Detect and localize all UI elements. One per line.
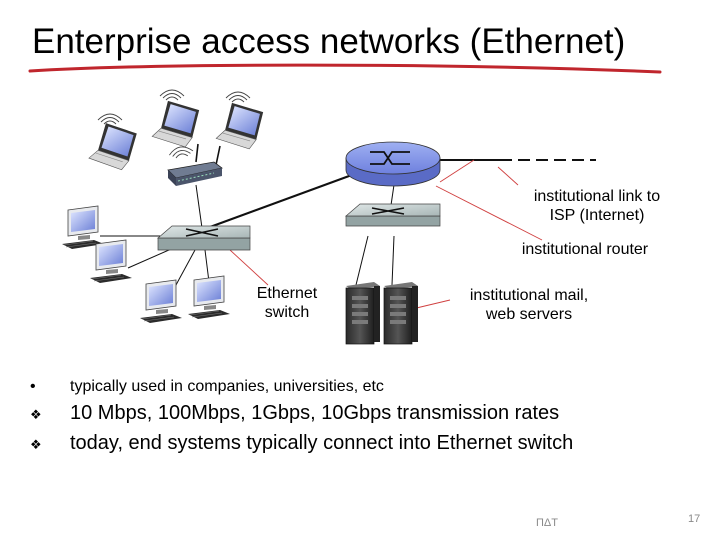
laptop-icon-2 [151, 99, 201, 149]
bullet-marker: • [30, 378, 36, 395]
desktop-icon-1 [61, 205, 105, 250]
footer-text: ПΔТ [536, 517, 558, 529]
bullet-text: typically used in companies, universitie… [70, 378, 384, 395]
page-number: 17 [688, 513, 701, 525]
server2-link [391, 235, 395, 286]
ethernet-switch-left-icon [157, 225, 251, 251]
desktop-icon-4 [187, 275, 231, 320]
ap-switch-link [195, 184, 203, 229]
bullet-marker: ❖ [30, 407, 42, 422]
server-icon-1 [345, 282, 380, 345]
access-point-icon [167, 143, 223, 186]
bullet-text: today, end systems typically connect int… [70, 432, 574, 454]
links [100, 159, 596, 297]
servers-label: institutional mail, web servers [469, 287, 589, 323]
switch-callout [229, 249, 269, 286]
laptop-icon-1 [87, 121, 138, 172]
router-label: institutional router [521, 241, 649, 258]
switch-label: Ethernet switch [256, 285, 318, 321]
router-icon [345, 141, 441, 187]
router-label-callout [435, 185, 543, 241]
laptop-icon-3 [215, 101, 265, 151]
callouts [229, 159, 543, 311]
ethernet-switch-right-icon [345, 203, 441, 227]
bullet-text: 10 Mbps, 100Mbps, 1Gbps, 10Gbps transmis… [70, 402, 560, 424]
isp-callout [497, 166, 519, 186]
router-callout [439, 159, 475, 183]
isp-link-label: institutional link to ISP (Internet) [533, 188, 661, 224]
bullet-marker: ❖ [30, 437, 42, 452]
server1-link [355, 235, 369, 286]
switch-router-link [209, 170, 361, 229]
page-title: Enterprise access networks (Ethernet) [32, 22, 626, 61]
server-icon-2 [383, 282, 418, 345]
desktop-icon-2 [89, 239, 133, 284]
desktop-icon-3 [139, 279, 183, 324]
title-underline [28, 63, 662, 74]
